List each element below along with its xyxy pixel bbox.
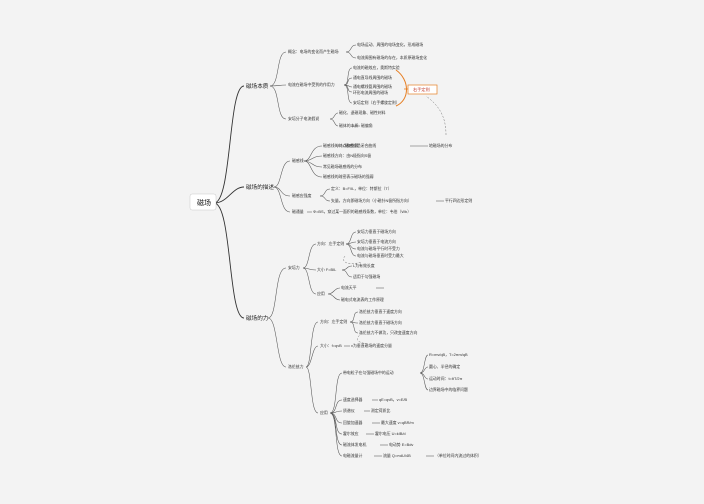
leaf[interactable]: v为垂直磁场的速度分量 xyxy=(351,343,392,348)
leaf[interactable]: 磁化、退磁现象、磁性材料 xyxy=(339,110,386,115)
root-node-box xyxy=(189,193,217,211)
leaf[interactable]: 电流与磁场垂直时受力最大 xyxy=(357,253,404,258)
branch-magnetic-description[interactable]: 磁场的描述 xyxy=(246,183,274,191)
leaf[interactable]: 常见磁场磁感线的分布 xyxy=(323,164,362,169)
node-ampere-force[interactable]: 安培力 xyxy=(288,265,300,270)
leaf[interactable]: 电流与磁场平行时不受力 xyxy=(357,246,400,251)
leaf[interactable]: 平行四边形定则 xyxy=(445,198,472,203)
leaf[interactable]: 磁偏角 xyxy=(361,123,373,128)
leaf[interactable]: 安培定则（右手螺旋定则） xyxy=(353,100,400,105)
leaf[interactable]: 电流的磁效应，奥斯特实验 xyxy=(353,65,400,70)
leaf[interactable]: 磁感线的特点和性质 xyxy=(323,143,358,148)
leaf[interactable]: 霍尔效应 xyxy=(343,431,359,436)
node[interactable]: 磁通量 xyxy=(292,209,304,214)
leaf[interactable]: 运动时间：t=θT/2π xyxy=(429,376,463,381)
branch-magnetic-nature[interactable]: 磁场本质 xyxy=(246,82,269,90)
leaf[interactable]: 回旋加速器 xyxy=(343,420,363,425)
leaf[interactable]: 磁流体发电机 xyxy=(343,442,366,447)
leaf[interactable]: 矢量，方向即磁场方向（小磁针N极所指方向） xyxy=(331,198,412,203)
leaf[interactable]: 定义：B=F/IL，单位：特斯拉（T） xyxy=(331,186,392,191)
node[interactable]: 方向：左手定则 xyxy=(317,241,344,246)
leaf[interactable]: 电场运动、周围的电场变化，形成磁场 xyxy=(357,42,423,47)
leaf[interactable]: 洛伦兹力不做功，只改变速度方向 xyxy=(359,330,417,335)
node[interactable]: 电流在磁场中受到的作用力 xyxy=(288,82,335,87)
leaf[interactable]: 洛伦兹力垂直于速度方向 xyxy=(359,309,402,314)
leaf[interactable]: 质谱仪 xyxy=(343,408,355,413)
leaf[interactable]: 磁感线方向：由N极指向S极 xyxy=(323,153,371,158)
leaf[interactable]: 圆心、半径的确定 xyxy=(429,364,460,369)
leaf[interactable]: 适用于匀强磁场 xyxy=(353,274,380,279)
leaf[interactable]: 边界磁场中的临界问题 xyxy=(429,387,468,392)
node[interactable]: 大小：f=qvB xyxy=(320,343,342,348)
leaf[interactable]: 电磁流量计 xyxy=(343,453,363,458)
leaf[interactable]: L为有效长度 xyxy=(353,263,375,268)
leaf[interactable]: 环形电流周围的磁场 xyxy=(353,90,388,95)
leaf[interactable]: 地磁场的分布 xyxy=(429,143,452,148)
node[interactable]: 磁感线 xyxy=(292,158,304,163)
leaf[interactable]: 磁感线的疏密表示磁场的强弱 xyxy=(323,174,374,179)
leaf[interactable]: 电流周围有磁场的存在，本质原磁场变化 xyxy=(357,55,427,60)
leaf[interactable]: 测定荷质比 xyxy=(371,408,391,413)
leaf[interactable]: 电动势 E=Bdv xyxy=(389,442,413,447)
leaf[interactable]: 磁电式电流表的工作原理 xyxy=(341,297,384,302)
leaf[interactable]: R=mv/qB，T=2πm/qB xyxy=(429,352,468,357)
leaf[interactable]: 安培力垂直于电流方向 xyxy=(357,239,396,244)
leaf[interactable]: qE=qvB，v=E/B xyxy=(379,397,408,402)
node[interactable]: 应用 xyxy=(317,291,325,296)
node[interactable]: 大小 F=BIL xyxy=(317,267,337,272)
leaf[interactable]: 霍尔电压 U=kIB/d xyxy=(375,431,406,436)
leaf[interactable]: 最大速度 v=qBR/m xyxy=(381,420,414,425)
leaf[interactable]: 速度选择器 xyxy=(343,397,363,402)
leaf[interactable]: 磁体的本质 xyxy=(339,123,359,128)
leaf[interactable]: 通电直导线周围的磁场 xyxy=(353,75,392,80)
leaf[interactable]: （单位时间内流过的体积） xyxy=(435,453,482,458)
leaf[interactable]: 电流天平 xyxy=(341,285,357,290)
right-hand-rule-tag[interactable]: 右手定则 xyxy=(413,86,430,93)
node[interactable]: 带电粒子在匀强磁场中的运动 xyxy=(343,370,394,375)
node[interactable]: 概念：电场的变化而产生磁场 xyxy=(288,49,339,54)
node[interactable]: 磁感应强度 xyxy=(292,193,312,198)
root-node[interactable]: 磁场 xyxy=(197,198,211,207)
leaf[interactable]: 安培力垂直于磁场方向 xyxy=(357,229,396,234)
node[interactable]: 应用 xyxy=(320,410,328,415)
node[interactable]: 安培分子电流假说 xyxy=(288,116,319,121)
node-lorentz-force[interactable]: 洛伦兹力 xyxy=(288,364,304,369)
leaf[interactable]: 磁感线是闭合曲线 xyxy=(345,143,376,148)
leaf[interactable]: Φ=BS，穿过某一面积的磁感线条数，单位：韦伯（Wb） xyxy=(313,209,411,214)
leaf[interactable]: 通电螺线管周围的磁场 xyxy=(353,84,392,89)
branch-magnetic-force[interactable]: 磁场的力 xyxy=(246,314,269,322)
leaf[interactable]: 洛伦兹力垂直于磁场方向 xyxy=(359,320,402,325)
leaf[interactable]: 流量 Q=πdU/4B xyxy=(383,453,411,458)
node[interactable]: 方向：左手定则 xyxy=(320,319,347,324)
